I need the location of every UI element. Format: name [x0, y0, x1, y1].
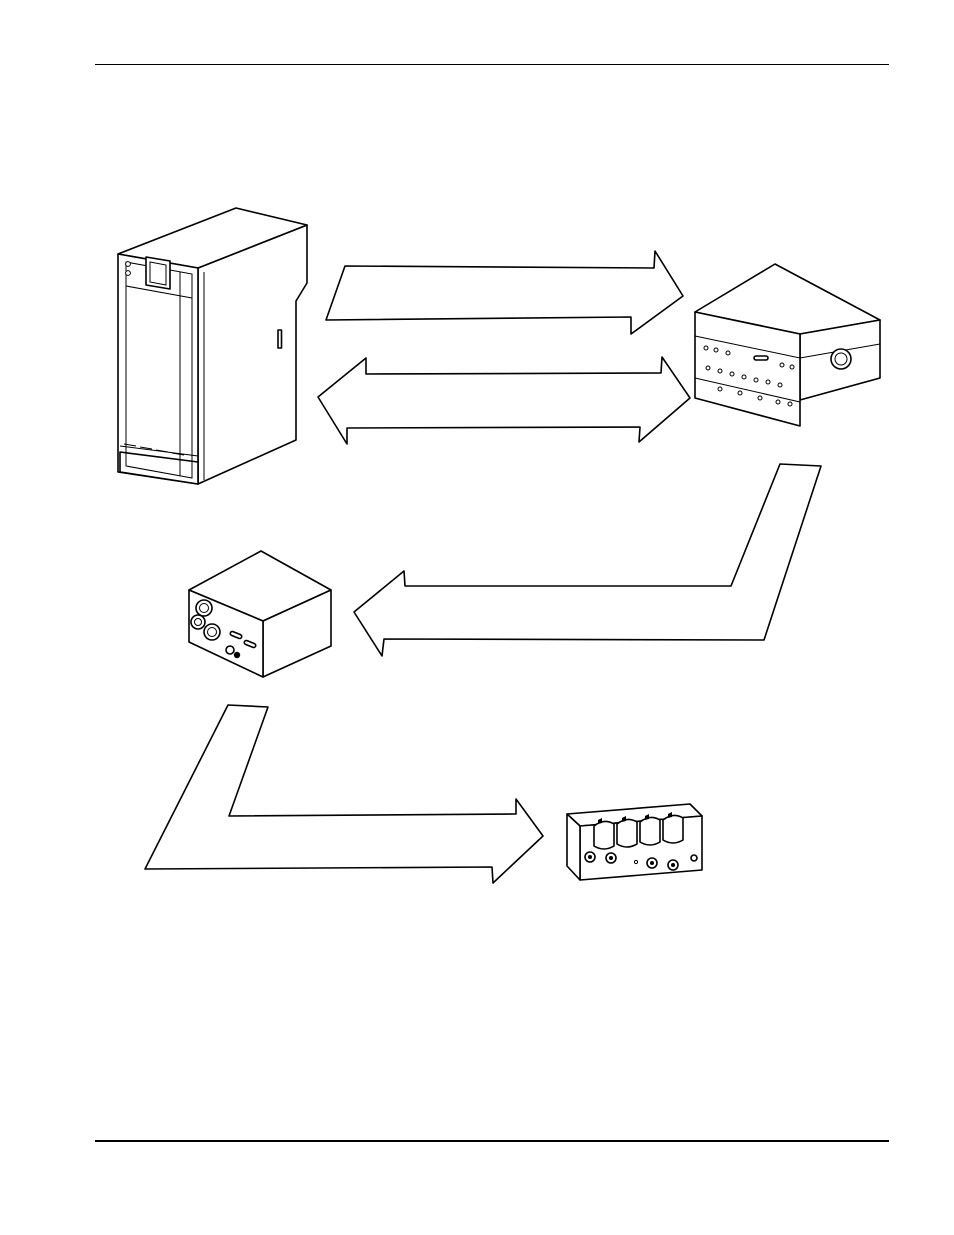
header-rule [95, 64, 889, 65]
arrow-cabinet-control-bidirectional [318, 357, 690, 444]
control-box-icon [695, 264, 880, 426]
footer-rule [95, 1140, 889, 1142]
valve-manifold-icon [567, 804, 702, 880]
arrow-connector-to-manifold [145, 705, 543, 883]
arrow-cabinet-to-control [326, 251, 683, 334]
floor-cabinet-icon [118, 208, 307, 484]
arrow-control-to-connector [354, 464, 821, 656]
connector-box-icon [189, 551, 331, 677]
